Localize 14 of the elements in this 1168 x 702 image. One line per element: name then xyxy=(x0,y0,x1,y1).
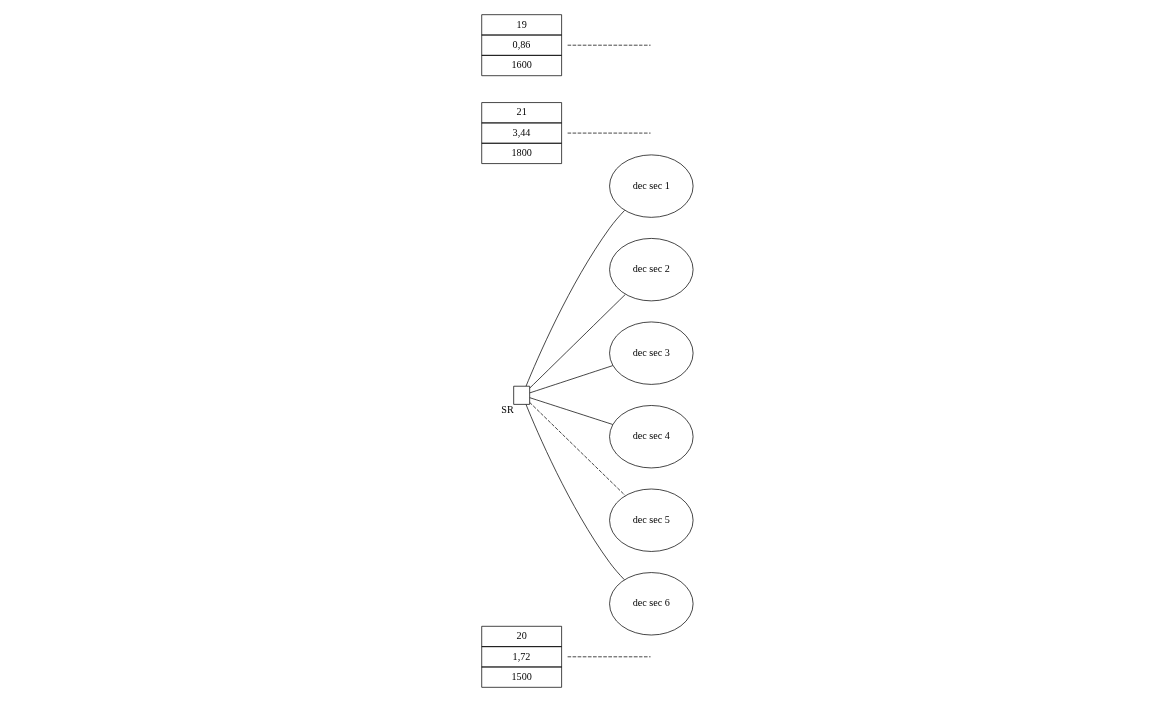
connector xyxy=(528,294,626,389)
node-label: SR xyxy=(500,403,514,415)
node-ellipse: dec sec 5 xyxy=(608,488,693,552)
connector xyxy=(525,404,625,581)
node-ellipse: dec sec 3 xyxy=(608,321,693,385)
connector xyxy=(528,397,613,425)
connector xyxy=(528,365,613,394)
node-ellipse: dec sec 2 xyxy=(608,238,693,302)
node-ellipse: dec sec 1 xyxy=(608,154,693,218)
node-ellipse: dec sec 6 xyxy=(608,572,693,636)
connector xyxy=(525,210,625,387)
node-ellipse: dec sec 4 xyxy=(608,405,693,469)
connector xyxy=(528,402,626,496)
node-box xyxy=(512,385,530,405)
